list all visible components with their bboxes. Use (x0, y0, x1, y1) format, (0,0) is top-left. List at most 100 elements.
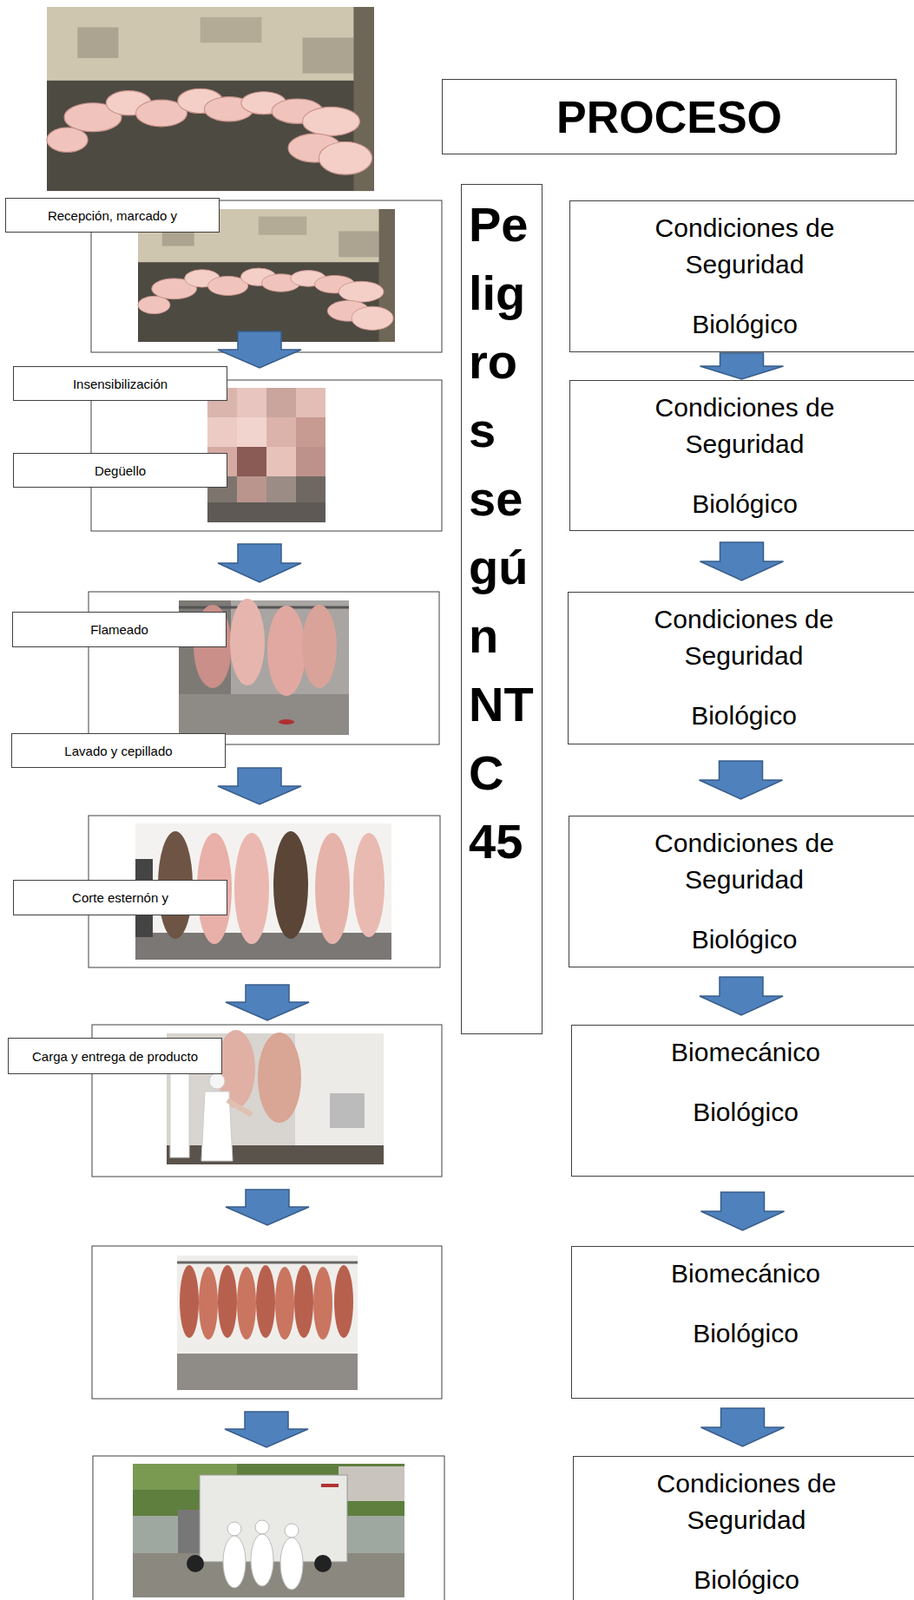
truck-photo (199, 1475, 348, 1563)
step-arrow (225, 985, 310, 1021)
step-label-text: Lavado y cepillado (64, 743, 172, 759)
workers-photo (166, 1145, 384, 1165)
hazard-box: Condiciones de SeguridadBiológico (567, 591, 914, 745)
workers-photo (209, 1073, 225, 1090)
photo-frame (92, 1246, 442, 1400)
pig-pen-photo (46, 6, 375, 191)
truck-photo (338, 1466, 405, 1502)
hanging-carcass-photo (302, 604, 337, 689)
hanging-carcass-photo (315, 833, 350, 945)
truck-photo (250, 1534, 274, 1587)
carcass-row-photo (275, 1267, 295, 1341)
carcass-row-photo (179, 1265, 199, 1339)
pixelated-photo (236, 447, 267, 477)
truck-photo (280, 1538, 303, 1591)
pixelated-photo (207, 417, 237, 448)
flow-arrow (701, 1192, 785, 1231)
hazard-text: Condiciones de Seguridad (627, 389, 862, 463)
step-label-text: Corte esternón y (72, 890, 169, 906)
truck-photo (223, 1536, 246, 1589)
hazard-text: Biológico (628, 1315, 863, 1353)
carcass-row-photo (256, 1265, 276, 1339)
step-label-text: Flameado (90, 622, 149, 638)
title-text: PROCESO (556, 91, 783, 144)
carcass-row-photo (236, 1267, 257, 1341)
workers-photo (295, 1033, 384, 1165)
hanging-carcass-photo (234, 833, 270, 945)
workers-photo (170, 1072, 190, 1158)
step-arrow (217, 331, 302, 369)
step-label: Recepción, marcado y (5, 197, 220, 233)
step-label-text: Insensibilización (72, 376, 168, 392)
workers-photo (257, 1032, 302, 1124)
hanging-carcass-photo (273, 831, 309, 940)
pixelated-photo (266, 387, 296, 418)
carcass-row-photo (177, 1354, 358, 1391)
hazard-text: Condiciones de Seguridad (626, 601, 862, 675)
pixelated-photo (295, 417, 326, 448)
pixelated-photo (295, 447, 326, 477)
carcass-row-photo (294, 1265, 314, 1339)
carcass-row-photo (334, 1265, 354, 1339)
truck-photo (132, 1464, 405, 1598)
hazard-text: Biológico (626, 697, 862, 735)
hazard-text: Biológico (627, 486, 862, 523)
hanging-carcass-photo (230, 598, 265, 686)
pig-pen-photo (46, 6, 375, 191)
pixelated-photo (266, 447, 296, 477)
hazard-text: Biomecánico (628, 1034, 863, 1072)
step-arrow (217, 768, 302, 805)
hazard-box: Condiciones de SeguridadBiológico (572, 1456, 914, 1600)
step-label-text: Degüello (94, 463, 146, 479)
hanging-carcass-photo (267, 605, 306, 697)
hazard-text: Condiciones de Seguridad (627, 825, 862, 899)
step-label: Insensibilización (13, 366, 228, 402)
pixelated-photo (236, 476, 267, 503)
carcass-row-photo (217, 1265, 237, 1339)
pixelated-photo (266, 476, 296, 503)
step-arrow (225, 1190, 310, 1226)
step-label: Flameado (12, 611, 227, 648)
step-arrow (217, 331, 310, 1448)
flow-arrow (701, 1408, 785, 1447)
pixelated-photo (236, 417, 267, 448)
flow-arrow (699, 761, 783, 800)
hazard-box: Condiciones de SeguridadBiológico (568, 815, 914, 968)
step-arrow (224, 1412, 309, 1448)
truck-photo (227, 1522, 242, 1537)
flow-arrow (700, 353, 784, 380)
hanging-carcass-photo (353, 833, 385, 938)
step-label: Degüello (13, 453, 228, 488)
hazard-text: Biológico (629, 1562, 864, 1599)
hazard-box: BiomecánicoBiológico (571, 1025, 914, 1178)
flow-arrow (699, 977, 783, 1016)
hazard-text: Biomecánico (628, 1255, 863, 1293)
pixelated-photo (295, 387, 326, 418)
truck-photo (314, 1555, 332, 1573)
carcass-row-photo (177, 1262, 358, 1265)
step-label: Carga y entrega de producto (7, 1038, 223, 1075)
pixelated-photo (295, 476, 326, 503)
hazard-text: Biológico (628, 1094, 863, 1131)
carcass-row-photo (313, 1267, 333, 1341)
hazard-text: Biológico (627, 921, 862, 959)
carcass-row-photo (177, 1255, 358, 1391)
step-label: Corte esternón y (13, 880, 228, 916)
carcass-row-photo (177, 1255, 358, 1391)
truck-photo (255, 1520, 270, 1535)
process-title-box: PROCESO (441, 78, 897, 155)
hazard-heading-band: Peligros según NTC 45 (460, 184, 543, 1035)
hazard-box: BiomecánicoBiológico (571, 1246, 914, 1400)
photo-frame (92, 1456, 445, 1600)
pixelated-photo (266, 417, 296, 448)
workers-photo (329, 1093, 365, 1129)
truck-photo (321, 1484, 339, 1488)
hazard-text: Biológico (627, 306, 862, 343)
truck-photo (284, 1524, 299, 1539)
hazard-box: Condiciones de SeguridadBiológico (569, 200, 914, 353)
pixelated-photo (236, 387, 267, 418)
truck-photo (132, 1464, 405, 1598)
heading-text: Peligros según NTC 45 (468, 190, 535, 876)
hazard-text: Condiciones de Seguridad (627, 210, 862, 283)
